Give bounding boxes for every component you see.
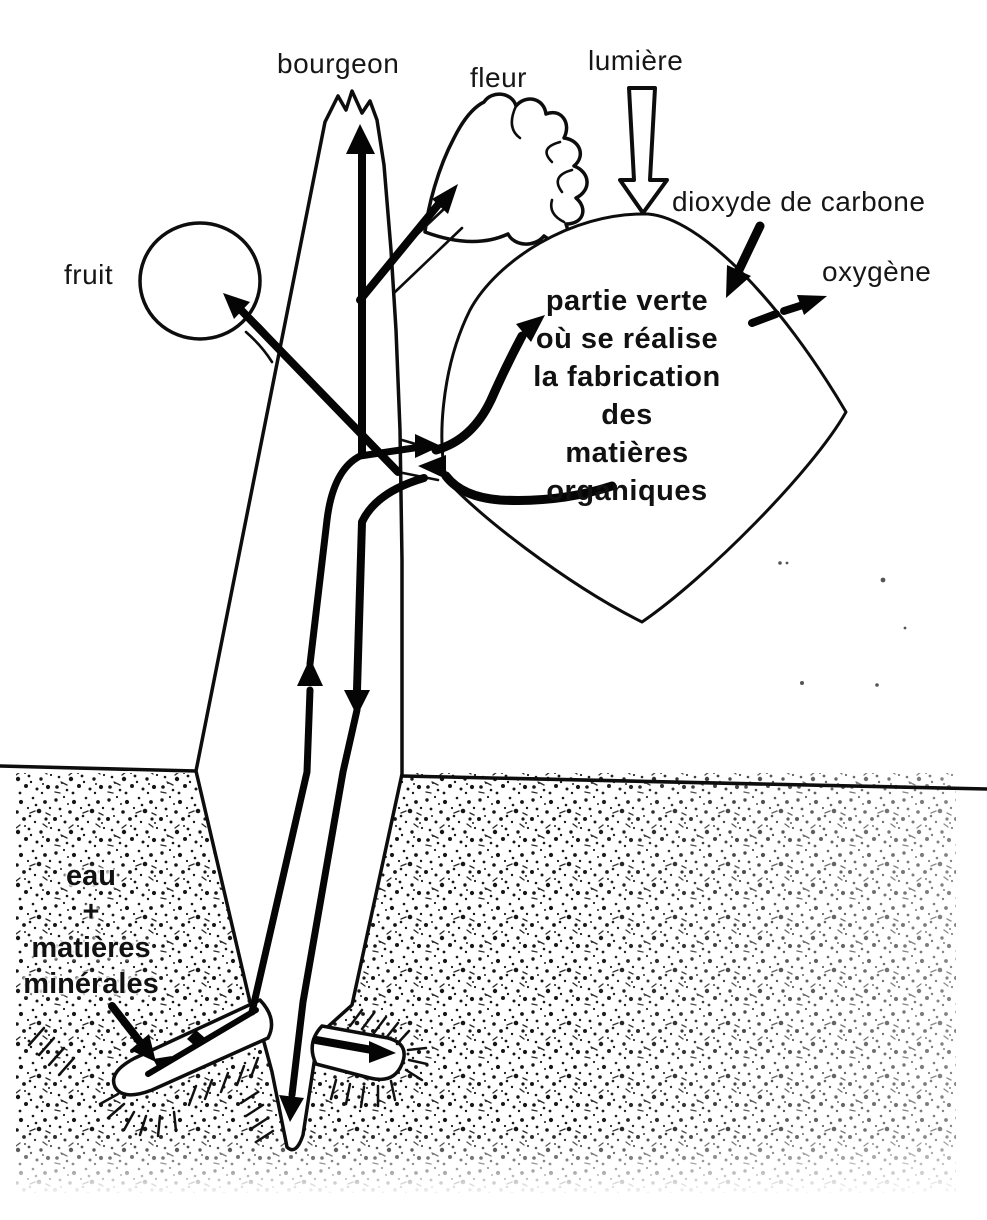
- ground-line-right: [400, 774, 987, 791]
- soil-caption-line: matières: [31, 932, 151, 964]
- water-minerals-arrow: [108, 1002, 156, 1062]
- flower-petal-lines: [510, 104, 574, 224]
- root-right-lobe: [310, 1024, 406, 1082]
- sap-into-leaf-arrow: [431, 315, 545, 455]
- label-lumiere: lumière: [588, 45, 684, 76]
- soil-caption-line: eau: [66, 860, 116, 892]
- label-fruit: fruit: [64, 259, 114, 290]
- leaf-caption-line: partie verte: [545, 285, 709, 317]
- label-oxygene: oxygène: [822, 256, 932, 287]
- label-bourgeon: bourgeon: [277, 48, 400, 79]
- flower-shape: [423, 92, 589, 246]
- fruit-shape: [138, 221, 262, 341]
- artifact-dots: [778, 561, 907, 687]
- leaf-caption-line: matières: [565, 437, 689, 469]
- soil-caption-line: +: [82, 896, 100, 928]
- leaf-caption-line: la fabrication: [533, 361, 721, 393]
- sap-to-fruit-arrow: [223, 293, 402, 476]
- sap-down-stem-arrow: [279, 474, 428, 1122]
- label-dioxyde-de-carbone: dioxyde de carbone: [672, 186, 926, 217]
- light-arrow: [618, 86, 669, 215]
- soil-caption: eau + matières minérales: [0, 858, 182, 1002]
- sap-to-flower-arrow: [356, 184, 458, 304]
- root-hairs: [27, 1008, 429, 1144]
- leaf-caption-line: où se réalise: [535, 323, 719, 355]
- leaf-caption: partie verte où se réalise la fabricatio…: [452, 282, 802, 510]
- sap-from-leaf-arrow: [418, 455, 617, 505]
- leaf-caption-line: des: [601, 399, 653, 431]
- sap-to-right-root-arrow: [312, 1036, 396, 1063]
- leaf-caption-line: organiques: [546, 475, 708, 507]
- co2-arrow: [726, 221, 765, 298]
- oxygen-arrow: [748, 295, 827, 327]
- label-fleur: fleur: [470, 62, 527, 93]
- sap-up-root-line: [145, 1007, 259, 1077]
- soil-texture: [16, 773, 956, 1193]
- soil-caption-line: minérales: [23, 968, 159, 1000]
- ground-line-left: [0, 764, 198, 773]
